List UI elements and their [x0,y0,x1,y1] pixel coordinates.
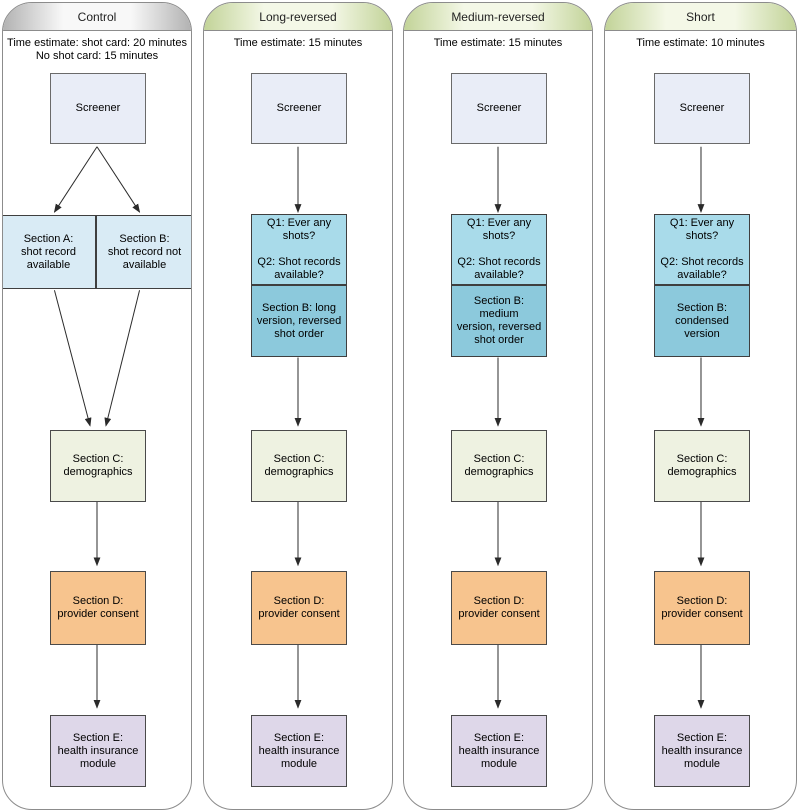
panel-header-short: Short [605,3,796,31]
questions-sectionb-stack: Q1: Ever any shots? Q2: Shot records ava… [451,214,547,357]
section-a-box: Section A: shot record available [3,216,97,288]
panel-header-long-reversed: Long-reversed [204,3,392,31]
time-estimate-line: Time estimate: shot card: 20 minutes [7,37,187,49]
section-b-box: Section B: medium version, reversed shot… [452,286,546,356]
screener-box: Screener [50,73,146,144]
section-d-box: Section D: provider consent [251,571,347,645]
panel-title: Long-reversed [259,9,337,24]
screener-box: Screener [251,73,347,144]
section-d-box: Section D: provider consent [654,571,750,645]
screener-box: Screener [451,73,547,144]
section-c-box: Section C: demographics [251,430,347,502]
time-estimate: Time estimate: shot card: 20 minutes No … [5,37,189,63]
panel-control: Control Time estimate: shot card: 20 min… [2,2,192,810]
time-estimate: Time estimate: 15 minutes [406,37,590,50]
time-estimate: Time estimate: 15 minutes [206,37,390,50]
time-estimate-line: Time estimate: 15 minutes [433,37,563,49]
questions-sectionb-stack: Q1: Ever any shots? Q2: Shot records ava… [251,214,347,357]
panel-long-reversed: Long-reversed Time estimate: 15 minutes … [203,2,393,810]
questions-box: Q1: Ever any shots? Q2: Shot records ava… [452,215,546,286]
questions-box: Q1: Ever any shots? Q2: Shot records ava… [655,215,749,286]
panel-medium-reversed: Medium-reversed Time estimate: 15 minute… [403,2,593,810]
panel-title: Short [686,9,715,24]
panel-short: Short Time estimate: 10 minutes Screener… [604,2,797,810]
section-b-box: Section B: shot record not available [97,216,191,288]
section-e-box: Section E: health insurance module [451,715,547,787]
section-e-box: Section E: health insurance module [50,715,146,787]
questions-sectionb-stack: Q1: Ever any shots? Q2: Shot records ava… [654,214,750,357]
section-d-box: Section D: provider consent [451,571,547,645]
panel-header-medium-reversed: Medium-reversed [404,3,592,31]
section-e-box: Section E: health insurance module [251,715,347,787]
section-c-box: Section C: demographics [50,430,146,502]
time-estimate: Time estimate: 10 minutes [607,37,794,50]
time-estimate-line: Time estimate: 10 minutes [636,37,765,49]
screener-box: Screener [654,73,750,144]
panel-title: Medium-reversed [451,9,545,24]
time-estimate-line: Time estimate: 15 minutes [233,37,363,49]
panel-title: Control [77,9,117,24]
section-ab-row: Section A: shot record available Section… [3,215,191,289]
panel-header-control: Control [3,3,191,31]
section-b-box: Section B: long version, reversed shot o… [252,286,346,356]
section-d-box: Section D: provider consent [50,571,146,645]
section-c-box: Section C: demographics [654,430,750,502]
section-b-box: Section B: condensed version [655,286,749,356]
time-estimate-line: No shot card: 15 minutes [35,50,159,62]
section-c-box: Section C: demographics [451,430,547,502]
section-e-box: Section E: health insurance module [654,715,750,787]
questions-box: Q1: Ever any shots? Q2: Shot records ava… [252,215,346,286]
